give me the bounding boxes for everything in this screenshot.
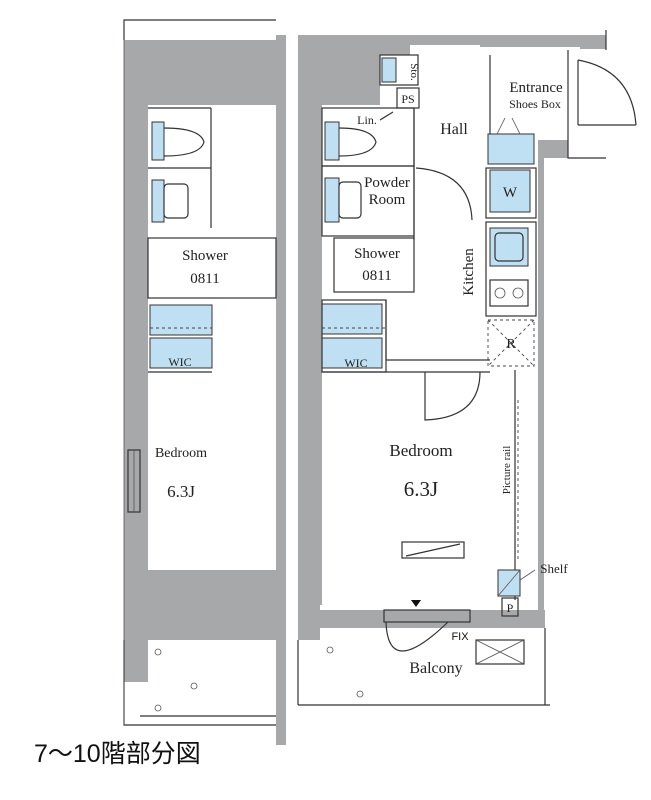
left-bedroom-label: Bedroom [155, 446, 207, 461]
left-toilet-tank [151, 121, 165, 161]
main-upper-wall-block [320, 55, 380, 105]
bedroom-size: 6.3J [404, 477, 438, 501]
main-right-wall [538, 140, 544, 610]
bedroom-label: Bedroom [389, 441, 452, 460]
kitchen-sink-icon [494, 232, 524, 262]
kitchen-counter [485, 221, 537, 317]
refrigerator-space [487, 319, 535, 367]
pipe-space [501, 597, 519, 617]
balcony-label: Balcony [409, 660, 462, 677]
main-top-wall-a [320, 35, 410, 55]
hall-label: Hall [440, 121, 468, 138]
window-marker-icon [411, 600, 421, 607]
washer-area [485, 167, 537, 219]
left-shower-code: 0811 [190, 271, 219, 287]
left-right-wall [276, 35, 286, 745]
left-bottom-wall [148, 570, 276, 640]
fix-label: FIX [451, 631, 469, 643]
powder-door-swing [415, 167, 473, 221]
left-wic-label: WIC [168, 355, 191, 369]
entrance-door-swing [577, 59, 637, 126]
kitchen-label: Kitchen [461, 248, 477, 296]
left-sink-icon [163, 183, 189, 219]
picture-rail-label: Picture rail [501, 446, 513, 495]
bedroom-door-swing [424, 371, 481, 421]
outdoor-unit-icon [475, 639, 525, 665]
main-left-wall [298, 35, 320, 635]
linen-label: Lin. [357, 113, 377, 127]
refrigerator-label: R [506, 337, 516, 352]
stove-icon [489, 279, 529, 307]
storage-label: Sto. [408, 63, 420, 81]
powder-sink-icon [338, 181, 362, 219]
storage-room [379, 54, 419, 86]
powder-label-1: Powder [364, 175, 410, 191]
wic-label: WIC [344, 356, 367, 370]
shoes-box [487, 133, 535, 165]
toilet-icon [338, 127, 377, 157]
main-bottom-wall [320, 610, 545, 628]
left-toilet-icon [163, 127, 205, 157]
washer-label: W [503, 185, 518, 201]
left-frame-top [123, 19, 276, 40]
shower-label: Shower [354, 246, 400, 262]
left-shower-room [147, 237, 277, 299]
left-partial-unit: Shower 0811 WIC Bedroom 6.3J [123, 19, 286, 745]
air-conditioner-icon [401, 541, 465, 559]
main-unit: Sto. PS Lin. Hall Entrance Shoes Box Pow… [297, 30, 637, 706]
shower-room [333, 237, 415, 293]
pipe-space-label: P [507, 601, 514, 615]
left-top-wall [148, 40, 276, 105]
powder-room [321, 165, 415, 237]
left-shower-label: Shower [182, 248, 228, 264]
floor-caption: 7〜10階部分図 [34, 740, 201, 768]
entrance-label: Entrance [509, 80, 563, 96]
ps-label: PS [401, 92, 414, 106]
shoes-box-label: Shoes Box [509, 97, 561, 111]
balcony-window [383, 609, 471, 623]
shelf-label: Shelf [540, 561, 568, 576]
left-wall [124, 40, 148, 682]
powder-label-2: Room [369, 192, 406, 208]
left-bedroom-size: 6.3J [167, 482, 195, 501]
shower-code: 0811 [362, 268, 391, 284]
balcony-door-swing [385, 621, 449, 652]
